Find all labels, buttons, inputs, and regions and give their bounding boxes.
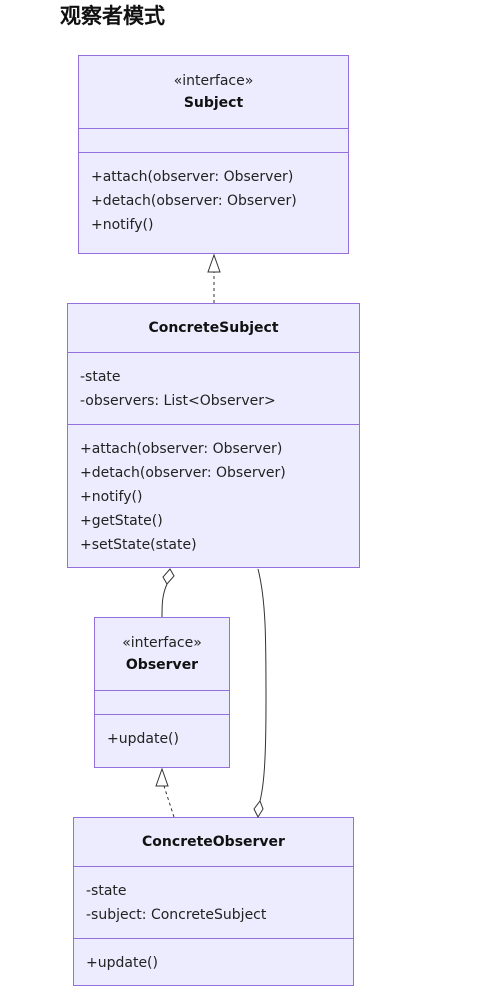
class-name-concrete-observer: ConcreteObserver [142,834,285,850]
method-item: +setState(state) [80,537,197,553]
realization-concrete-observer-to-observer [155,767,175,818]
class-header: ConcreteSubject [68,304,359,352]
method-item: +detach(observer: Observer) [91,193,297,209]
dashed-line [163,785,175,818]
class-name-subject: Subject [183,95,244,111]
class-name-concrete-subject: ConcreteSubject [148,320,279,336]
page-title: 观察者模式 [60,4,165,28]
class-header: «interface» Observer [95,618,229,690]
attribute-item: -state [86,883,127,899]
method-item: +attach(observer: Observer) [91,169,294,185]
attributes-section [79,128,348,152]
methods-section: +attach(observer: Observer) +detach(obse… [79,152,348,237]
attributes-section [95,690,229,714]
class-name-observer: Observer [125,657,199,673]
attribute-item: -subject: ConcreteSubject [86,907,267,923]
attributes-section: -state -subject: ConcreteSubject [74,866,353,938]
methods-section: +update() [95,714,229,751]
method-item: +notify() [80,489,143,505]
hollow-diamond [253,799,264,819]
class-subject[interactable]: «interface» Subject +attach(observer: Ob… [78,55,349,254]
method-item: +attach(observer: Observer) [80,441,283,457]
method-item: +notify() [91,217,154,233]
stereotype-label: «interface» [173,73,254,89]
class-concrete-subject[interactable]: ConcreteSubject -state -observers: List<… [67,303,360,568]
aggregation-concrete-observer-subject [253,568,267,819]
hollow-diamond [162,568,175,585]
method-item: +update() [107,731,179,747]
attribute-item: -state [80,369,121,385]
stereotype-label: «interface» [122,635,202,651]
class-header: ConcreteObserver [74,818,353,866]
class-concrete-observer[interactable]: ConcreteObserver -state -subject: Concre… [73,817,354,986]
method-item: +detach(observer: Observer) [80,465,286,481]
hollow-triangle-arrow [207,253,221,273]
hollow-triangle-arrow [155,767,169,787]
methods-section: +update() [74,938,353,975]
aggregation-concrete-subject-observers [161,568,175,618]
method-item: +getState() [80,513,163,529]
solid-line [161,583,168,618]
method-item: +update() [86,955,158,971]
solid-line [257,568,267,802]
attribute-item: -observers: List<Observer> [80,393,276,409]
methods-section: +attach(observer: Observer) +detach(obse… [68,424,359,557]
class-observer[interactable]: «interface» Observer +update() [94,617,230,768]
class-header: «interface» Subject [79,56,348,128]
attributes-section: -state -observers: List<Observer> [68,352,359,424]
realization-concrete-subject-to-subject [207,253,221,303]
